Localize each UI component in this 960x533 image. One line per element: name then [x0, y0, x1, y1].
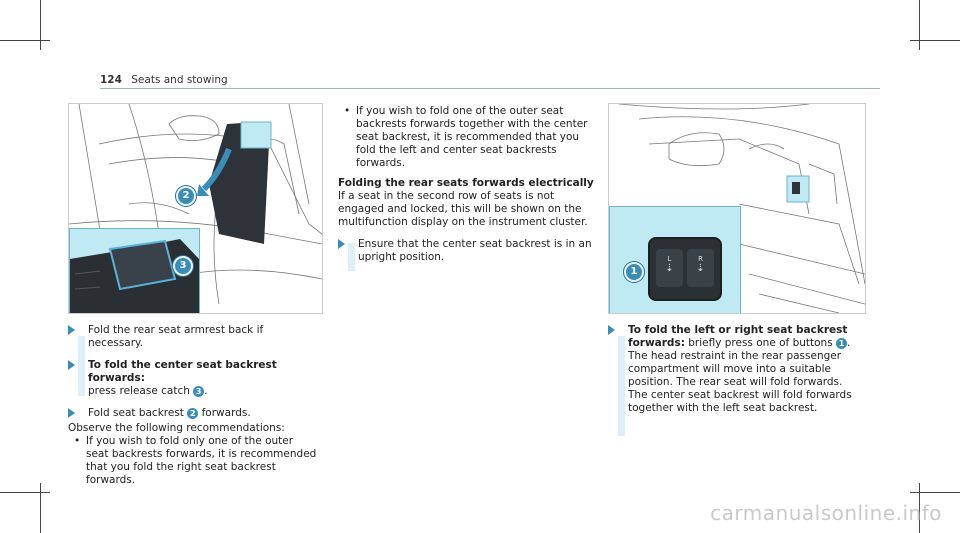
observe-text: Observe the following recommendations:: [68, 422, 285, 434]
callout-2: 2: [176, 186, 196, 206]
seat-illustration: [69, 104, 322, 313]
section-heading: Folding the rear seats forwards electric…: [338, 177, 594, 189]
seat-fold-icon: ⇣: [665, 263, 674, 274]
crop-mark: [919, 0, 920, 50]
step-text: Ensure that the center seat backrest is …: [358, 238, 592, 263]
release-catch-inset: [69, 228, 200, 313]
crop-mark: [40, 0, 41, 50]
recommendation-bullet: • If you wish to fold one of the outer se…: [344, 105, 598, 170]
figure-center-seat: 2 3: [68, 103, 323, 314]
step-title: To fold the center seat backrest forward…: [88, 359, 277, 384]
left-label: L: [667, 255, 672, 263]
step-bar: [348, 243, 355, 271]
crop-mark: [0, 40, 50, 41]
step-fold-armrest: Fold the rear seat armrest back if neces…: [68, 324, 318, 350]
crop-mark: [910, 492, 960, 493]
ref-2: 2: [187, 407, 199, 419]
seat-button-left[interactable]: L ⇣: [656, 249, 683, 287]
step-ensure-upright: Ensure that the center seat backrest is …: [338, 238, 598, 264]
watermark: carmanualsonline.info: [710, 501, 942, 525]
cargo-illustration: [618, 104, 865, 313]
step-text: Fold the rear seat armrest back if neces…: [88, 324, 264, 349]
callout-1: 1: [624, 262, 644, 282]
crop-mark: [40, 483, 41, 533]
step-text: .: [204, 385, 208, 397]
switch-panel: L ⇣ R ⇣: [648, 237, 722, 301]
release-catch-illustration: [70, 239, 199, 313]
step-arrow-icon: [68, 408, 75, 418]
step-paragraph: The head restraint in the rear passenger…: [628, 350, 852, 414]
left-column: Fold the rear seat armrest back if neces…: [68, 324, 318, 487]
callout-3: 3: [173, 256, 193, 276]
right-label: R: [698, 255, 703, 263]
step-arrow-icon: [68, 325, 75, 335]
page-number: 124: [100, 74, 122, 86]
step-text: forwards.: [198, 407, 251, 419]
step-fold-backrest: Fold seat backrest 2 forwards.: [68, 407, 318, 420]
ref-1: 1: [836, 337, 848, 349]
recommendation-bullet: • If you wish to fold only one of the out…: [74, 435, 318, 487]
ref-3: 3: [193, 385, 205, 397]
page-header: 124 Seats and stowing: [100, 74, 228, 86]
step-bar: [78, 336, 85, 396]
step-text: briefly press one of buttons: [684, 337, 837, 349]
middle-column: • If you wish to fold one of the outer se…: [338, 105, 598, 271]
bullet-dot: •: [344, 105, 351, 117]
buttons-inset: L ⇣ R ⇣: [609, 206, 741, 313]
section-title: Seats and stowing: [131, 74, 228, 86]
bullet-dot: •: [74, 435, 81, 447]
info-paragraph: If a seat in the second row of seats is …: [338, 190, 588, 228]
step-text: .: [847, 337, 851, 349]
step-title: To fold the left or right seat backrest …: [628, 324, 848, 349]
step-arrow-icon: [338, 239, 345, 249]
step-arrow-icon: [608, 325, 615, 335]
header-divider: [100, 88, 880, 89]
right-column: To fold the left or right seat backrest …: [608, 324, 864, 436]
figure-electric-fold: L ⇣ R ⇣ 1: [608, 103, 866, 314]
step-arrow-icon: [68, 360, 75, 370]
seat-fold-icon: ⇣: [696, 263, 705, 274]
seat-button-right[interactable]: R ⇣: [687, 249, 714, 287]
crop-mark: [910, 40, 960, 41]
step-text: Fold seat backrest: [88, 407, 188, 419]
step-bar: [618, 336, 625, 436]
step-center-backrest: To fold the center seat backrest forward…: [68, 359, 318, 398]
step-fold-electric: To fold the left or right seat backrest …: [608, 324, 864, 415]
crop-mark: [0, 492, 50, 493]
crop-mark: [919, 483, 920, 533]
bullet-text: If you wish to fold only one of the oute…: [86, 435, 317, 486]
bullet-text: If you wish to fold one of the outer sea…: [356, 105, 588, 169]
step-text: press release catch: [88, 385, 194, 397]
